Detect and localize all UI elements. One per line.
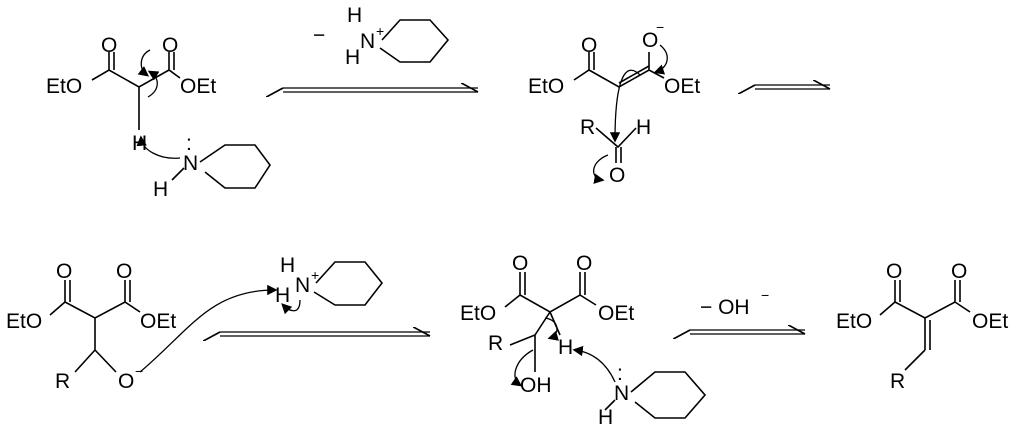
oet-label: OEt bbox=[180, 75, 216, 98]
hydrogen-label: H bbox=[153, 178, 168, 201]
oxygen-label: O bbox=[162, 34, 178, 57]
oxygen-label: O bbox=[118, 370, 134, 393]
equilibrium-arrow bbox=[755, 85, 830, 89]
hydroxyl-label: OH bbox=[520, 374, 552, 397]
oxygen-label: O bbox=[101, 34, 117, 57]
hydrogen-label: H bbox=[345, 46, 360, 69]
oet-label: OEt bbox=[972, 310, 1008, 333]
r-group-label: R bbox=[580, 116, 595, 139]
hydrogen-label: H bbox=[275, 284, 290, 307]
r-group-label: R bbox=[488, 332, 503, 355]
oxygen-label: O bbox=[56, 260, 72, 283]
oet-label: OEt bbox=[598, 302, 634, 325]
knoevenagel-product: EtO O O OEt R bbox=[836, 260, 1008, 393]
oxygen-label: O bbox=[951, 260, 967, 283]
r-group-label: R bbox=[890, 370, 905, 393]
r-group-label: R bbox=[55, 370, 70, 393]
oxygen-label: O bbox=[116, 260, 132, 283]
eto-label: EtO bbox=[460, 302, 496, 325]
hydrogen-label: H bbox=[280, 254, 295, 277]
piperidine: N : H bbox=[136, 132, 271, 201]
negative-charge: − bbox=[656, 19, 664, 35]
hydrogen-label: H bbox=[636, 116, 651, 139]
oxygen-label: O bbox=[609, 164, 625, 187]
plus-charge: + bbox=[311, 267, 319, 283]
equilibrium-arrow: − OH − bbox=[690, 287, 805, 334]
nitrogen-label: N bbox=[614, 382, 629, 405]
hydroxide-loss-label: − OH bbox=[700, 296, 750, 319]
alkoxide-intermediate: EtO O O OEt R O − bbox=[6, 260, 278, 393]
enolate: EtO O O − OEt R H O bbox=[528, 19, 700, 187]
oet-label: OEt bbox=[140, 310, 176, 333]
eto-label: EtO bbox=[6, 310, 42, 333]
eto-label: EtO bbox=[836, 310, 872, 333]
eto-label: EtO bbox=[528, 75, 564, 98]
piperidinium: H H N + bbox=[275, 254, 384, 315]
oxygen-label: O bbox=[642, 29, 658, 52]
oxygen-label: O bbox=[886, 260, 902, 283]
piperidine: N : H bbox=[598, 362, 707, 429]
nitrogen-label: N bbox=[183, 152, 198, 175]
nitrogen-label: N bbox=[295, 274, 310, 297]
equilibrium-arrow: − H H N + bbox=[283, 4, 478, 92]
negative-charge: − bbox=[135, 363, 143, 379]
equilibrium-arrow bbox=[220, 332, 430, 336]
oet-label: OEt bbox=[664, 75, 700, 98]
oxygen-label: O bbox=[576, 252, 592, 275]
oxygen-label: O bbox=[512, 252, 528, 275]
lone-pair: : bbox=[617, 362, 623, 385]
minus-sign: − bbox=[313, 24, 325, 47]
diethyl-malonate: EtO O O OEt H bbox=[46, 34, 216, 155]
hydrogen-label: H bbox=[347, 4, 362, 27]
plus-charge: + bbox=[376, 23, 384, 39]
hydrogen-label: H bbox=[598, 406, 613, 429]
hydrogen-label: H bbox=[132, 132, 147, 155]
alcohol-intermediate: EtO O O OEt R H OH bbox=[460, 252, 634, 397]
hydrogen-label: H bbox=[558, 336, 573, 359]
nitrogen-label: N bbox=[360, 30, 375, 53]
hydroxide-charge: − bbox=[761, 287, 769, 303]
eto-label: EtO bbox=[46, 75, 82, 98]
oxygen-label: O bbox=[581, 34, 597, 57]
lone-pair: : bbox=[186, 132, 192, 155]
